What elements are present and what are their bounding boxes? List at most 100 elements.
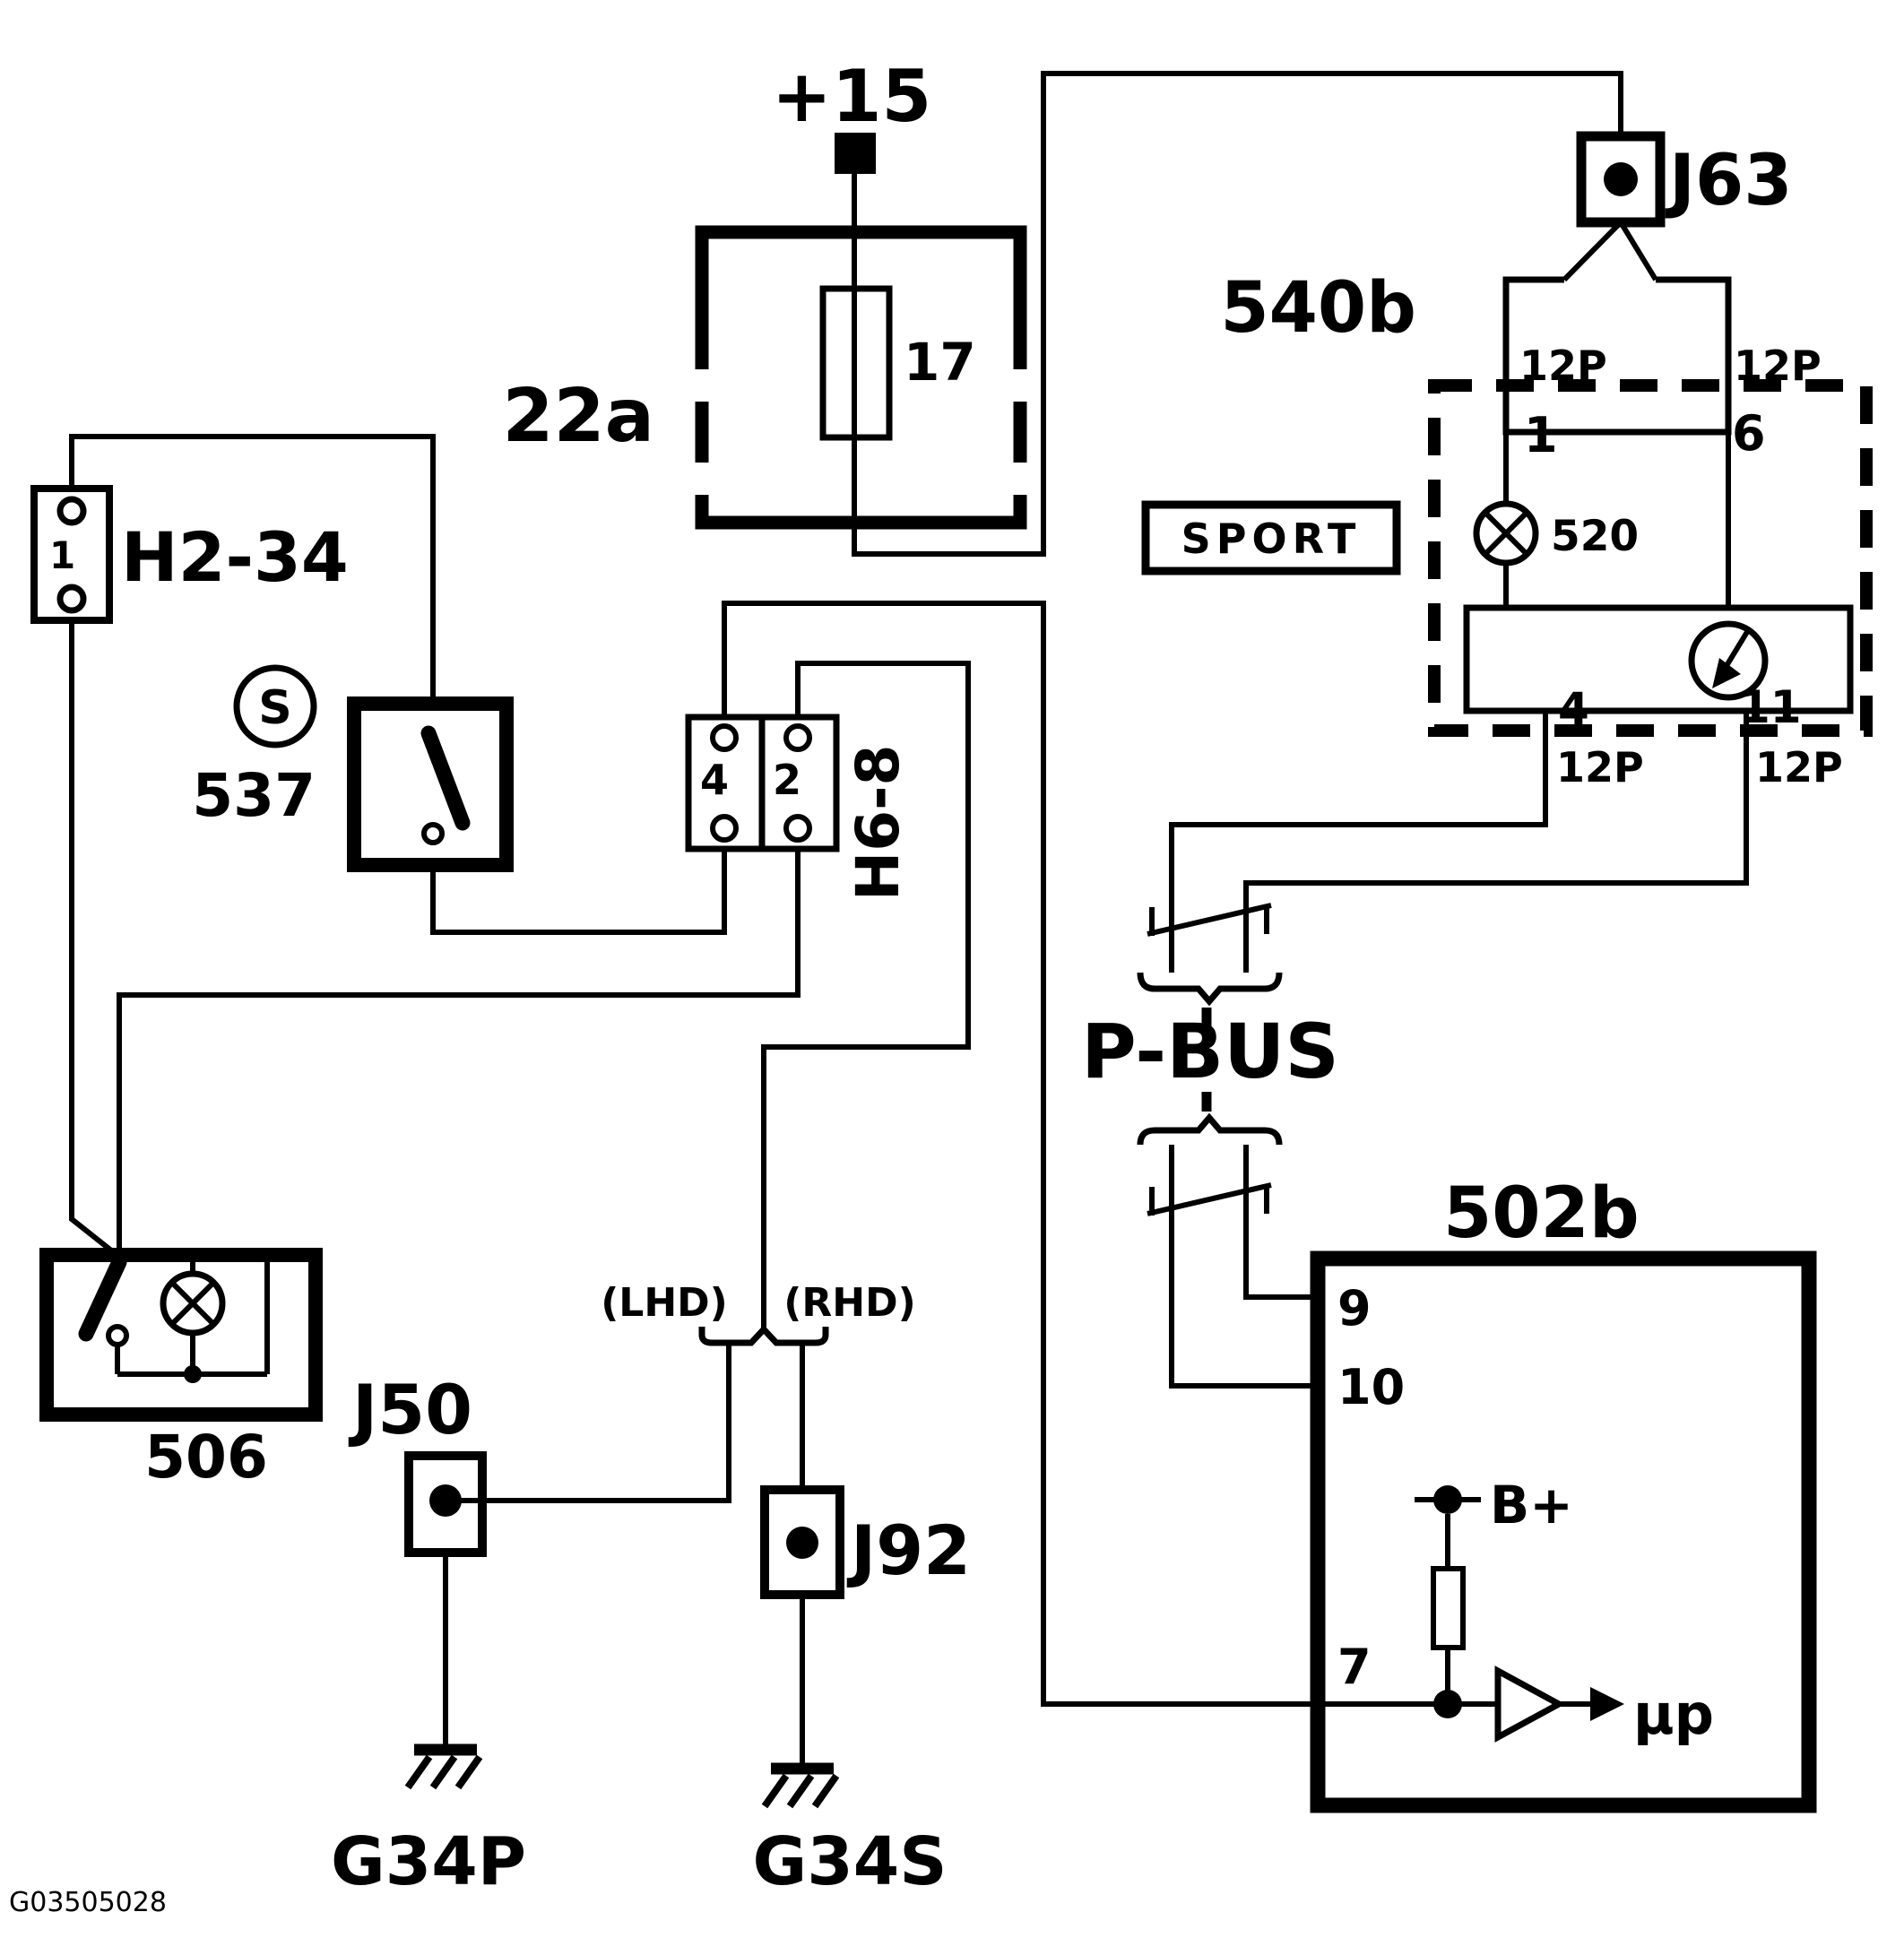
pin-1-label: 1 [1524,407,1558,463]
pin-9-label: 9 [1337,1280,1372,1337]
fuse-box-dash-gaps [692,369,1030,495]
sport-box [1141,500,1401,575]
wire-h68-pin4-to-502b-pin7 [722,601,1448,1707]
h6-8-terminal [783,814,812,843]
ground-g34p-icon [404,1743,483,1790]
j50-box [404,1451,487,1557]
junction-dot [184,1365,202,1383]
h2-34-bottom-terminal [56,584,87,614]
micro-label: μp [1633,1682,1714,1747]
h2-34-body [30,485,113,624]
top-12p-right-label: 12P [1734,342,1822,390]
s-circle-icon [233,664,317,748]
lhd-label: (LHD) [601,1280,728,1326]
h2-34-top-terminal [56,496,87,526]
s-letter: S [258,681,291,735]
ground-g34s: G34S [752,1762,948,1900]
ecu-502b-label: 502b [1443,1173,1640,1254]
j63-label: J63 [1665,141,1793,221]
fuse-17-label: 17 [904,332,976,393]
b-plus-node [1433,1485,1462,1514]
j50-label: J50 [348,1370,472,1449]
bottom-12p-left-label: 12P [1556,743,1644,792]
lamp-520-label: 520 [1551,512,1639,561]
j63-node-icon [1604,162,1638,196]
j92-node-icon [786,1527,818,1559]
switch-537-blade-icon [420,725,471,831]
lamp-520-icon [1473,500,1539,567]
fuse-box-22a-label: 22a [503,374,654,459]
sport-label: SPORT [1181,515,1362,563]
arrowhead-icon [1590,1687,1624,1721]
ecu-540b-boundary [1428,379,1873,737]
bus-gather-brace-icon [1137,972,1283,1007]
pin-6-label: 6 [1732,405,1766,462]
g34s-label: G34S [752,1823,947,1900]
fuse-box-22a: 22a 17 [503,225,1030,530]
h6-8-terminal [710,723,739,752]
j92-label: J92 [846,1510,971,1590]
variant-split: (LHD) (RHD) [601,1280,916,1346]
h6-8-terminal [783,723,812,752]
junction-j50: J50 [348,1370,487,1557]
j50-node-icon [429,1484,462,1517]
buffer-triangle-icon [1494,1665,1566,1743]
j63-split-left [1562,220,1623,282]
switch-537: S 537 [192,664,514,872]
wire-h234-to-506 [69,620,121,1259]
g34p-label: G34P [331,1823,526,1900]
wire-lhd-to-j50 [446,1343,731,1503]
j92-box [760,1485,844,1599]
switch-537-label: 537 [192,761,316,830]
b-plus-label: B+ [1490,1475,1573,1536]
wire-fuse-to-j63 [852,71,1623,557]
twisted-pair-icon [1147,903,1272,937]
wire-537-to-h68-pin4 [430,849,727,935]
h6-8-cell-2 [758,714,840,852]
switch-537-contact [421,822,445,845]
plus15-terminal-icon [835,133,876,174]
resistor-icon [1431,1566,1466,1650]
switch-537-box [347,696,514,872]
h6-8-pin2-label: 2 [773,756,801,804]
doc-code: G03505028 [9,1887,167,1918]
rhd-label: (RHD) [783,1280,915,1326]
ground-g34p: G34P [331,1743,526,1900]
module-506-box [39,1248,323,1422]
bus-expand-brace-icon [1137,1112,1283,1146]
switch-506-blade-icon [78,1254,127,1342]
pin-4-label: 4 [1558,683,1589,735]
wire-h68-pin2-to-split [761,661,971,1330]
pbus-label: P-BUS [1081,1008,1339,1095]
wire-bus-to-502b-pin10 [1169,1145,1323,1389]
junction-j63: J63 [1562,131,1793,282]
wires [69,71,1749,1764]
h2-34-pin-label: 1 [49,533,75,577]
switch-506-contact [106,1324,129,1347]
ecu-502b: 502b 9 10 7 B+ μp [1310,1173,1817,1813]
lamp-506-icon [160,1270,226,1337]
pin-11-label: 11 [1739,681,1802,733]
ground-g34s-icon [761,1762,840,1809]
module-506: 506 [39,1248,323,1492]
bottom-12p-right-label: 12P [1755,743,1843,792]
driver-bar [1463,604,1854,714]
plus15-label: +15 [772,55,931,138]
top-12p-left-label: 12P [1519,342,1607,390]
wire-540b-pin4-to-bus [1169,711,1548,973]
module-506-label: 506 [144,1423,268,1492]
top-connector-run [1502,276,1732,436]
ecu-540b: 540b 12P 12P 1 6 520 4 11 12P 12P [1220,268,1873,792]
ecu-502b-box [1310,1250,1817,1813]
wire-bus-to-502b-pin9 [1243,1145,1323,1300]
pin-7-label: 7 [1337,1639,1372,1695]
wire-h68-pin2-to-506 [117,849,801,1257]
wire-h234-to-537 [69,434,436,704]
power-supply-15: +15 [772,55,931,174]
h6-8-pin4-label: 4 [700,756,729,804]
split-brace-icon [698,1324,829,1346]
connector-h2-34: 1 H2-34 [30,485,349,624]
motor-icon [1688,620,1769,701]
